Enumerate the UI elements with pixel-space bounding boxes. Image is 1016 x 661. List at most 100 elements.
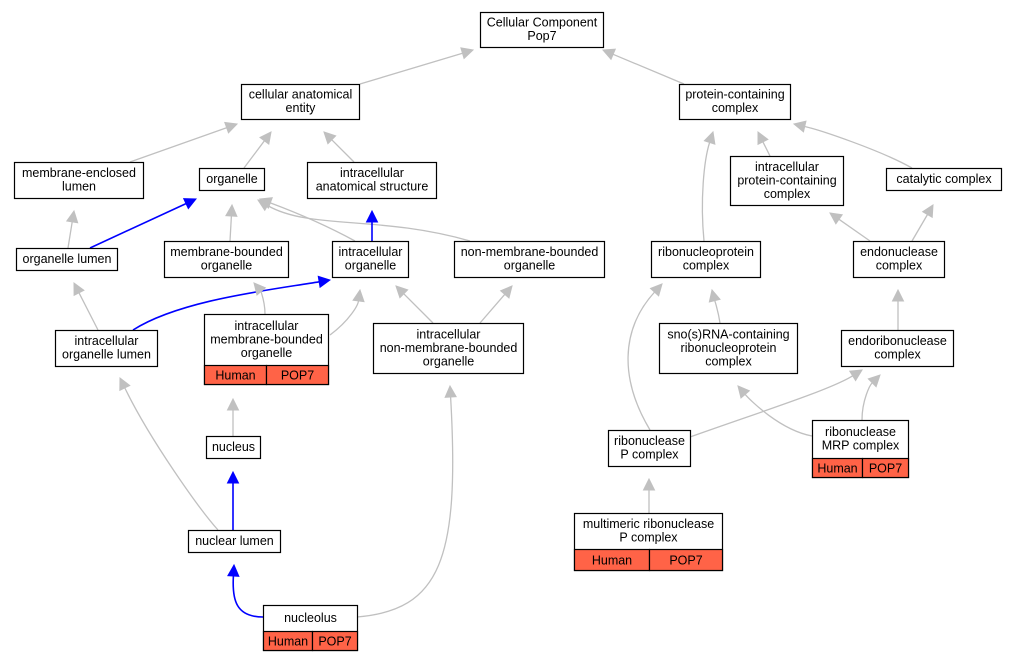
- arrowhead-icon: [119, 376, 131, 392]
- annotation-gene-cell: [311, 630, 359, 652]
- node-label: organelle: [206, 172, 257, 186]
- edge-orglumen-to-mel: [65, 209, 79, 249]
- node-label: nuclear lumen: [195, 534, 274, 548]
- node-label: multimeric ribonuclease: [583, 517, 714, 531]
- arrowhead-icon: [259, 131, 272, 145]
- node-label: organelle: [504, 259, 555, 273]
- annotation-gene-cell: [861, 457, 910, 479]
- annotation-gene: POP7: [869, 462, 902, 476]
- node-label: sno(s)RNA-containing: [667, 327, 789, 341]
- node-label: P complex: [620, 448, 679, 462]
- arrowhead-icon: [891, 288, 905, 302]
- arrowhead-icon: [253, 282, 267, 296]
- arrowhead-icon: [460, 47, 475, 60]
- edge-rnp-to-pcc: [701, 130, 716, 242]
- edge-line: [701, 142, 711, 242]
- edge-imbo-to-mbo: [253, 282, 267, 315]
- arrowhead-icon: [224, 121, 239, 134]
- node-box: [163, 240, 290, 279]
- edges-layer: [65, 47, 934, 618]
- edge-inmbo-to-io: [395, 285, 434, 324]
- node-label: intracellular: [339, 245, 403, 259]
- node-label: ribonucleoprotein: [658, 245, 754, 259]
- edge-line: [78, 292, 99, 331]
- annotation-gene: POP7: [669, 554, 702, 568]
- node-box: [205, 435, 262, 460]
- edge-line: [627, 291, 656, 431]
- arrowhead-icon: [757, 130, 769, 146]
- edge-line: [479, 293, 506, 324]
- node-box: [453, 240, 606, 279]
- node-label: intracellular: [417, 327, 481, 341]
- arrowhead-icon: [323, 131, 337, 145]
- edge-line: [229, 215, 233, 242]
- edge-rnasep-to-rnp: [627, 283, 663, 431]
- node-label: membrane-enclosed: [22, 166, 136, 180]
- edge-imbo-to-io: [329, 288, 365, 336]
- edge-line: [124, 387, 219, 531]
- edge-pcc-to-root: [601, 48, 685, 85]
- node-label: endonuclease: [860, 245, 938, 259]
- node-snornp[interactable]: sno(s)RNA-containingribonucleoproteincom…: [658, 322, 799, 375]
- node-label: ribonuclease: [614, 434, 685, 448]
- annotation-species: Human: [817, 462, 857, 476]
- node-inmbo[interactable]: intracellularnon-membrane-boundedorganel…: [372, 322, 525, 375]
- arrowhead-icon: [257, 199, 272, 212]
- node-org[interactable]: organelle: [198, 167, 266, 192]
- node-box: [198, 167, 266, 192]
- node-label: lumen: [62, 180, 96, 194]
- node-nucleus[interactable]: nucleus: [205, 435, 262, 460]
- edge-rnasemrp-to-endori: [861, 374, 881, 421]
- arrowhead-icon: [73, 282, 85, 297]
- edge-cat-to-pcc: [792, 120, 913, 169]
- edge-endo-to-ipcc: [829, 212, 871, 242]
- edge-endo-to-cat: [911, 204, 934, 242]
- edge-line: [132, 281, 320, 331]
- node-box: [658, 322, 799, 375]
- node-nlumen[interactable]: nuclear lumen: [187, 529, 282, 554]
- node-label: MRP complex: [822, 439, 900, 453]
- arrowhead-icon: [444, 384, 457, 398]
- node-label: Pop7: [527, 29, 556, 43]
- edge-iol-to-orglumen: [73, 282, 99, 331]
- node-box: [13, 161, 145, 200]
- annotation-gene: POP7: [281, 369, 314, 383]
- arrowhead-icon: [601, 48, 617, 61]
- arrowhead-icon: [829, 212, 844, 225]
- node-imbo[interactable]: intracellularmembrane-boundedorganelleHu…: [203, 313, 330, 386]
- node-box: [187, 529, 282, 554]
- node-label: complex: [876, 259, 923, 273]
- node-label: nucleolus: [284, 611, 337, 625]
- node-label: cellular anatomical: [249, 88, 353, 102]
- node-cat[interactable]: catalytic complex: [885, 167, 1003, 192]
- edge-line: [331, 139, 355, 163]
- node-orglumen[interactable]: organelle lumen: [15, 247, 119, 272]
- annotation-species: Human: [592, 554, 632, 568]
- node-box: [885, 167, 1003, 192]
- node-label: entity: [286, 101, 317, 115]
- node-label: complex: [764, 187, 811, 201]
- edge-io-to-org: [258, 197, 356, 242]
- node-label: ribonucleoprotein: [681, 341, 777, 355]
- node-label: intracellular: [755, 160, 819, 174]
- node-label: Cellular Component: [487, 16, 598, 30]
